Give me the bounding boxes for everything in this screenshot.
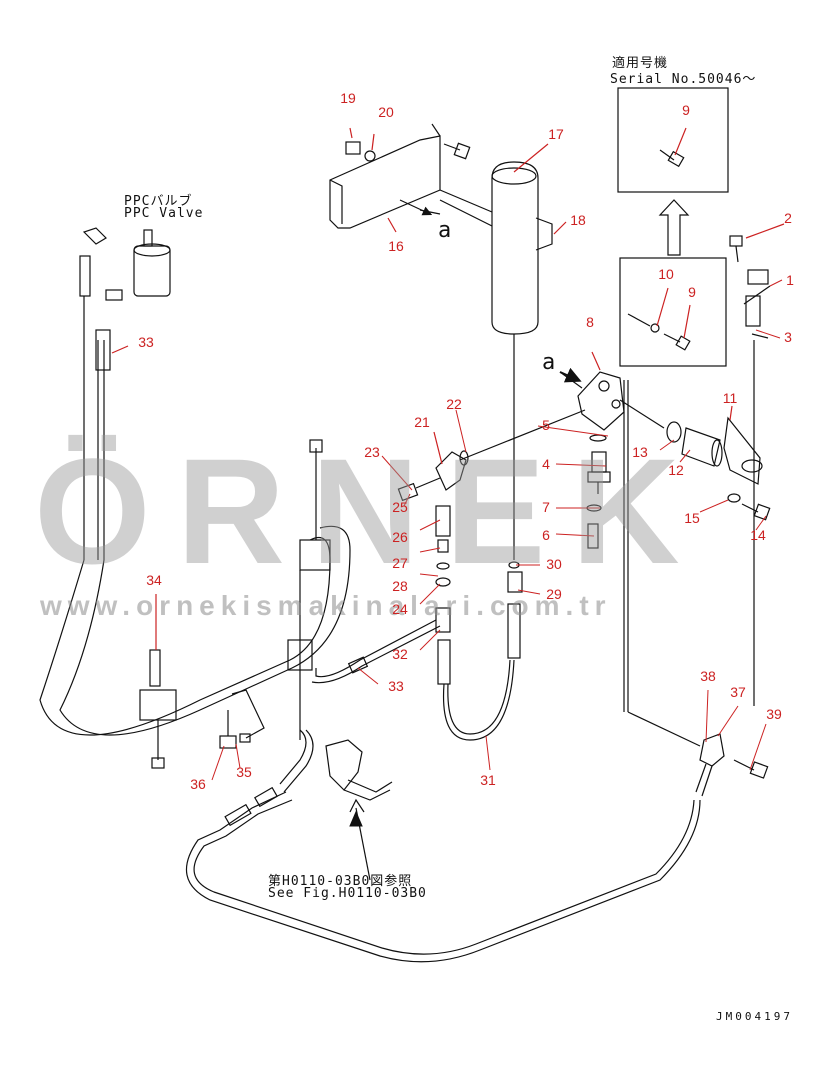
callout-9b: 9 [688,284,696,300]
callout-5: 5 [542,417,550,433]
callout-3: 3 [784,329,792,345]
watermark-url: www.ornekismakinalari.com.tr [40,590,612,621]
filter-element-12 [681,427,723,467]
bolt-36 [219,710,237,749]
bracket [329,123,493,233]
bracket-35 [231,689,265,743]
spring-27 [437,539,449,553]
inset-box-lower [619,257,727,367]
upward-arrow [658,199,690,256]
ppc-valve [82,227,171,301]
filter-cover-11 [723,405,763,485]
ppc-valve-label-jp: PPCバルブ [124,194,193,209]
ppc-valve-label-en: PPC Valve [124,206,204,221]
callout-8: 8 [586,314,594,330]
bolt-9-lower [663,333,691,351]
callout-17: 17 [548,126,564,142]
clamp-cluster [279,439,331,793]
applicable-serial-en: Serial No.50046～ [610,72,757,87]
bolt-14 [741,503,771,521]
callout-9a: 9 [682,102,690,118]
callout-10: 10 [658,266,674,282]
callout-32: 32 [392,646,408,662]
callout-30: 30 [546,556,562,572]
callout-23: 23 [364,444,380,460]
hose-33-right [311,619,441,684]
callout-18: 18 [570,212,586,228]
callout-7: 7 [542,499,550,515]
pin-3 [751,333,769,339]
callout-38: 38 [700,668,716,684]
callout-2: 2 [784,210,792,226]
bolt-2 [729,223,785,263]
callout-31: 31 [480,772,496,788]
washer-15 [727,493,741,503]
hose-31 [442,659,515,741]
reference-component [325,739,393,881]
callout-16: 16 [388,238,404,254]
callout-26: 26 [392,529,408,545]
callout-35: 35 [236,764,252,780]
ppc-valve-body-21 [433,431,469,491]
applicable-serial-jp: 適用号機 [612,56,669,71]
o-ring-13 [666,421,682,443]
serial-inset-box [617,87,729,193]
callout-1: 1 [786,272,794,288]
callout-24: 24 [392,601,408,617]
callout-28: 28 [392,578,408,594]
callout-25: 25 [392,499,408,515]
callout-14: 14 [750,527,766,543]
callout-21: 21 [414,414,430,430]
ring-28 [436,562,450,570]
bolt-9-top [659,127,687,168]
washer-20 [364,150,376,162]
callout-12: 12 [668,462,684,478]
valve-piston-4 [587,451,611,494]
sleeve-26 [435,505,451,537]
callout-19: 19 [340,90,356,106]
fitting-37 [695,733,725,797]
clamp-1 [743,269,771,327]
bottom-hose [185,786,701,963]
valve-block [559,351,625,431]
nut-19 [345,141,361,155]
callout-34: 34 [146,572,162,588]
callout-37: 37 [730,684,746,700]
fitting-29 [507,571,523,659]
view-arrow-label-a1: a [438,218,453,243]
fitting-23 [397,477,441,502]
callout-20: 20 [378,104,394,120]
callout-39: 39 [766,706,782,722]
callout-15: 15 [684,510,700,526]
callout-11: 11 [722,390,738,406]
reference-figure-jp: 第H0110-03B0図参照 [268,874,413,889]
callout-36: 36 [190,776,206,792]
callout-22: 22 [446,396,462,412]
callout-27: 27 [392,555,408,571]
bolt-top [443,142,471,160]
callout-33a: 33 [138,334,154,350]
drawing-number: JM004197 [716,1010,793,1023]
filter-canister [491,143,549,560]
callout-6: 6 [542,527,550,543]
callout-29: 29 [546,586,562,602]
reference-figure-en: See Fig.H0110-03B0 [268,886,427,901]
view-arrow-label-a2: a [542,350,557,375]
watermark-logo: ÖRNEK [34,427,706,595]
callout-13: 13 [632,444,648,460]
callout-4: 4 [542,456,550,472]
ring-24 [435,577,451,587]
callout-33b: 33 [388,678,404,694]
bracket-34 [139,594,177,769]
